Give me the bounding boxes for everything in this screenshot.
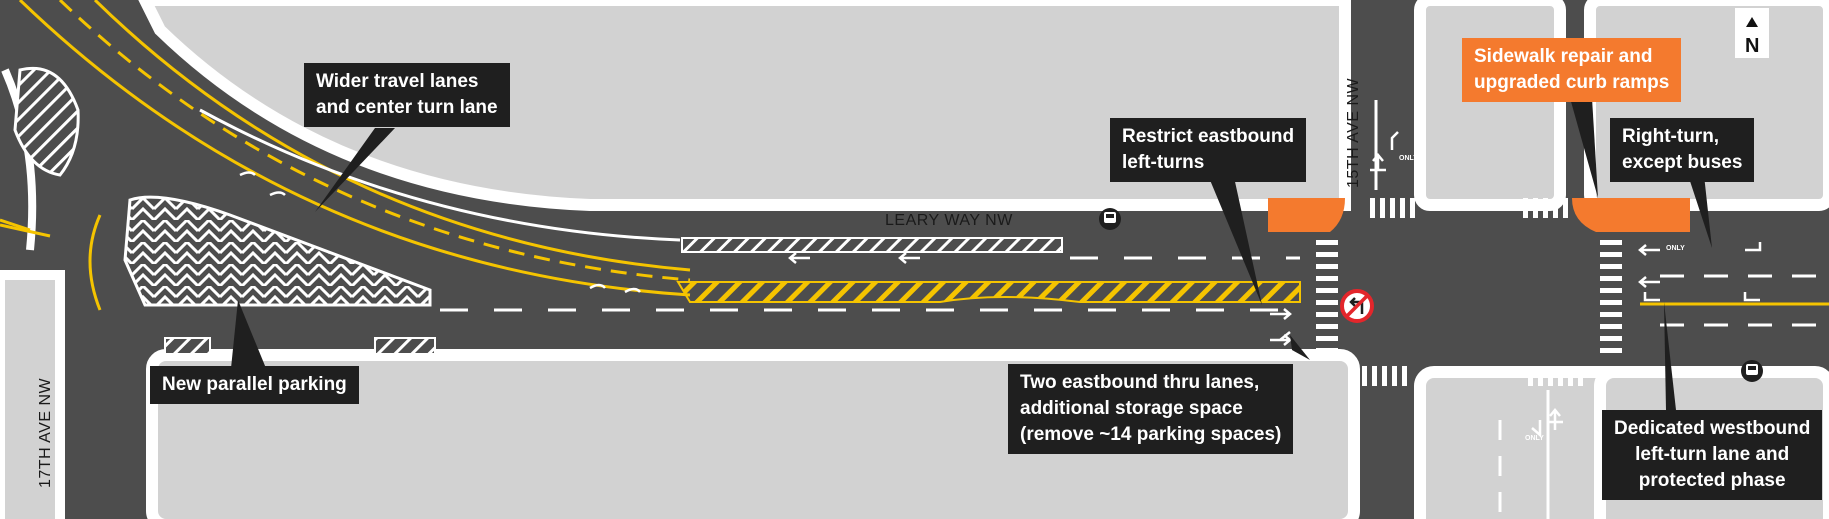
street-label-leary: LEARY WAY NW — [885, 212, 1013, 229]
callout-line: New parallel parking — [162, 374, 347, 395]
only-marking: ONLY — [1399, 155, 1418, 162]
lane-line-north — [199, 108, 681, 242]
callout-line: left-turn lane and — [1635, 444, 1790, 465]
crosswalk-east — [1600, 240, 1622, 353]
island-northwest — [13, 66, 80, 177]
only-marking: ONLY — [1525, 435, 1544, 442]
block-north-middle — [138, 0, 1351, 211]
callout-line: and center turn lane — [316, 97, 498, 118]
callout-line: additional storage space — [1020, 398, 1243, 419]
north-label: N — [1745, 35, 1759, 57]
crosswalk-north — [1370, 198, 1568, 218]
callout-wider-lanes: Wider travel lanes and center turn lane — [304, 63, 510, 127]
block-west — [0, 270, 65, 519]
callout-pointers — [230, 98, 1712, 410]
yellow-centerline-a — [18, 0, 691, 297]
callout-westbound-left: Dedicated westbound left-turn lane and p… — [1602, 410, 1823, 500]
north-arrow-icon: N — [1735, 8, 1769, 58]
callout-line: left-turns — [1122, 152, 1205, 173]
callout-line: protected phase — [1638, 470, 1786, 491]
crosswalk-south — [1352, 366, 1583, 386]
callout-sidewalk-repair: Sidewalk repair and upgraded curb ramps — [1462, 38, 1682, 102]
only-marking: ONLY — [1666, 245, 1685, 252]
center-hatch-yellow — [676, 281, 1301, 303]
street-label-15th: 15TH AVE NW — [1345, 77, 1362, 188]
corner-repair-east — [1572, 198, 1690, 232]
bus-stop-icon — [1741, 360, 1763, 382]
callout-line: upgraded curb ramps — [1474, 72, 1670, 93]
no-left-turn-icon — [1340, 289, 1374, 323]
crosswalk-west — [1316, 240, 1338, 353]
callout-thru-lanes: Two eastbound thru lanes, additional sto… — [1008, 364, 1294, 454]
lane-arrow-icon — [239, 131, 1762, 438]
callout-right-turn: Right-turn, except buses — [1610, 118, 1755, 182]
bus-stop-icon — [1099, 208, 1121, 230]
parking-hatch-north — [681, 237, 1063, 253]
block-north-center — [1414, 0, 1566, 211]
callout-parallel-parking: New parallel parking — [150, 366, 359, 404]
callout-line: Restrict eastbound — [1122, 126, 1295, 147]
callout-line: Dedicated westbound — [1614, 418, 1811, 439]
callout-line: Wider travel lanes — [316, 71, 479, 92]
callout-line: Sidewalk repair and — [1474, 46, 1653, 67]
callout-line: (remove ~14 parking spaces) — [1020, 424, 1282, 445]
corner-repair-west — [1268, 198, 1345, 232]
callout-restrict-left: Restrict eastbound left-turns — [1110, 118, 1307, 182]
callout-line: Two eastbound thru lanes, — [1020, 372, 1260, 393]
street-label-17th: 17TH AVE NW — [37, 377, 54, 488]
island-chevron — [123, 195, 432, 307]
callout-line: except buses — [1622, 152, 1743, 173]
callout-line: Right-turn, — [1622, 126, 1720, 147]
